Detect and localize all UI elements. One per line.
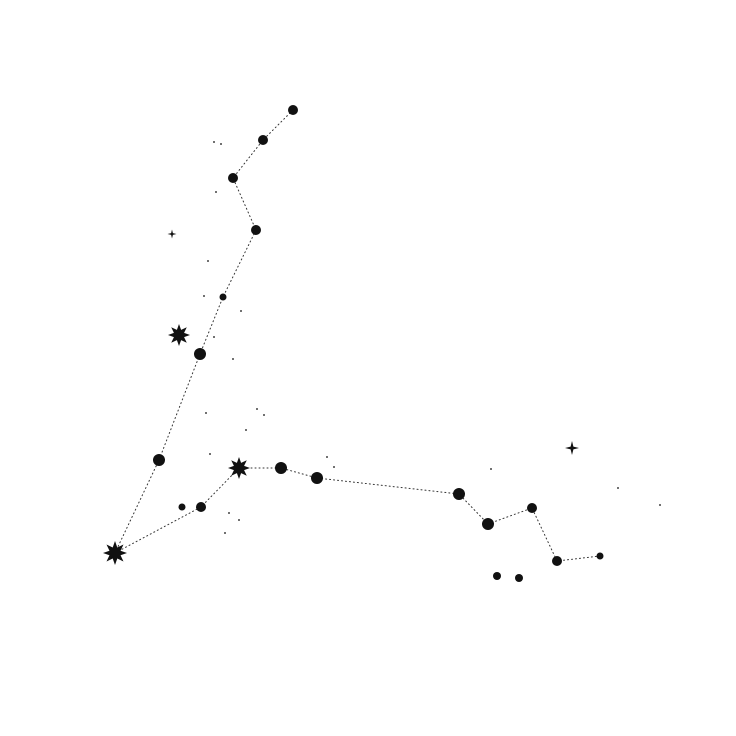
star-dot <box>482 518 494 530</box>
star-dot <box>527 503 537 513</box>
faint-star <box>333 466 335 468</box>
star-dot <box>493 572 501 580</box>
star-dot <box>258 135 268 145</box>
star-dot <box>228 173 238 183</box>
faint-star <box>205 412 207 414</box>
faint-star <box>224 532 226 534</box>
faint-star <box>213 141 215 143</box>
constellation-lines <box>114 109 601 562</box>
star-dot <box>196 502 206 512</box>
faint-star <box>220 143 222 145</box>
bright-star-burst-icon <box>228 457 250 479</box>
faint-star <box>232 358 234 360</box>
star-dot <box>288 105 298 115</box>
faint-star <box>659 504 661 506</box>
faint-star <box>203 295 205 297</box>
faint-star <box>207 260 209 262</box>
bright-star-burst-icon <box>103 541 127 565</box>
faint-star <box>245 429 247 431</box>
background-stars <box>203 141 661 534</box>
faint-star <box>240 310 242 312</box>
sparkle-star-icon <box>167 229 177 239</box>
faint-star <box>228 512 230 514</box>
star-dot <box>178 503 186 511</box>
faint-star <box>617 487 619 489</box>
star-dot <box>219 293 227 301</box>
faint-star <box>256 408 258 410</box>
star-dot <box>311 472 323 484</box>
faint-star <box>326 456 328 458</box>
star-dot <box>251 225 261 235</box>
star-dot <box>515 574 523 582</box>
star-dot <box>552 556 562 566</box>
constellation-line-2 <box>114 467 601 562</box>
sparkle-star-icon <box>565 441 579 455</box>
star-dot <box>596 552 604 560</box>
faint-star <box>238 519 240 521</box>
constellation-line-1 <box>114 109 294 554</box>
faint-star <box>490 468 492 470</box>
star-dot <box>194 348 206 360</box>
constellation-stars <box>103 105 604 582</box>
star-dot <box>153 454 165 466</box>
faint-star <box>209 453 211 455</box>
faint-star <box>263 414 265 416</box>
star-dot <box>275 462 287 474</box>
star-dot <box>453 488 465 500</box>
faint-star <box>215 191 217 193</box>
bright-star-burst-icon <box>168 324 190 346</box>
faint-star <box>213 336 215 338</box>
